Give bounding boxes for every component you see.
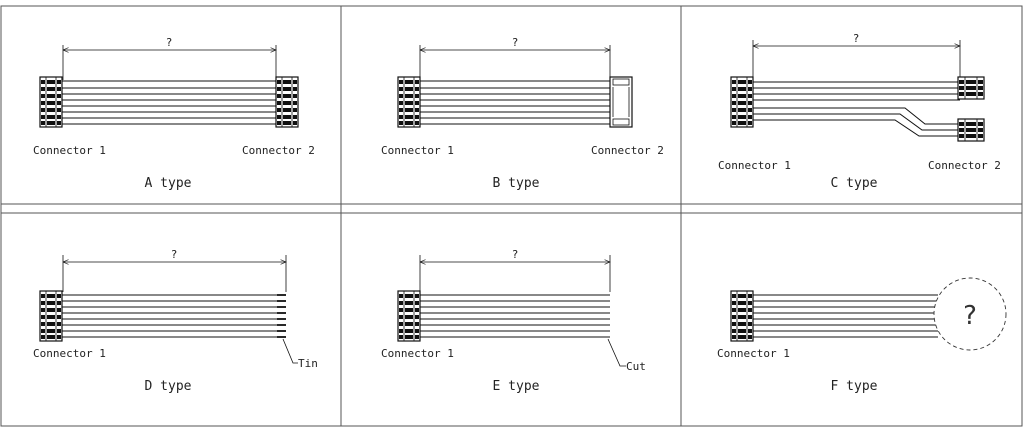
dimension-label: ? [512,36,519,49]
connector-1 [39,290,63,342]
panel-title: C type [831,176,878,191]
connector-1-label: Connector 1 [718,159,791,172]
panel-c-type: ? Connector 1 Connector 2 C type [718,32,1001,191]
connector-2-upper [957,76,985,100]
connector-2-label: Connector 2 [928,159,1001,172]
panel-title: A type [145,176,192,191]
dimension-label: ? [171,248,178,261]
connector-1 [397,290,421,342]
ribbon-cable [753,81,960,137]
panel-title: B type [493,176,540,191]
connector-2 [275,76,299,128]
tin-leader [282,338,298,364]
dimension-label: ? [166,36,173,49]
panel-f-type: ? Connector 1 F type [717,277,1007,394]
connector-1-label: Connector 1 [381,144,454,157]
cut-label: Cut [626,360,646,373]
dimension-label: ? [853,32,860,45]
connector-1-label: Connector 1 [33,347,106,360]
connector-1-label: Connector 1 [381,347,454,360]
panel-e-type: ? Cut Connector 1 E type [381,248,646,394]
tin-label: Tin [298,357,318,370]
panel-d-type: ? Tin Connector 1 D type [33,248,318,394]
ribbon-cable [753,294,938,338]
panel-title: F type [831,379,878,394]
panel-title: E type [493,379,540,394]
connector-2-lower [957,118,985,142]
connector-1 [397,76,421,128]
ribbon-cable [420,294,610,338]
connector-1 [39,76,63,128]
undefined-end-circle [933,277,1007,351]
cut-leader [607,338,626,367]
connector-1-label: Connector 1 [717,347,790,360]
ribbon-cable [420,80,610,125]
dimension-label: ? [512,248,519,261]
panel-title: D type [145,379,192,394]
panel-a-type: ? Connector 1 Connector 2 A type [33,36,315,191]
sheet-frame [0,5,1023,427]
undefined-end-mark: ? [963,301,977,331]
connector-1-label: Connector 1 [33,144,106,157]
connector-2 [609,76,633,128]
connector-1 [730,290,754,342]
connector-2-label: Connector 2 [242,144,315,157]
panel-b-type: ? Connector 1 Connector 2 B type [381,36,664,191]
ribbon-cable [62,294,277,338]
ribbon-cable [62,80,276,125]
tinned-ends [277,294,286,338]
connector-2-label: Connector 2 [591,144,664,157]
connector-1 [730,76,754,128]
